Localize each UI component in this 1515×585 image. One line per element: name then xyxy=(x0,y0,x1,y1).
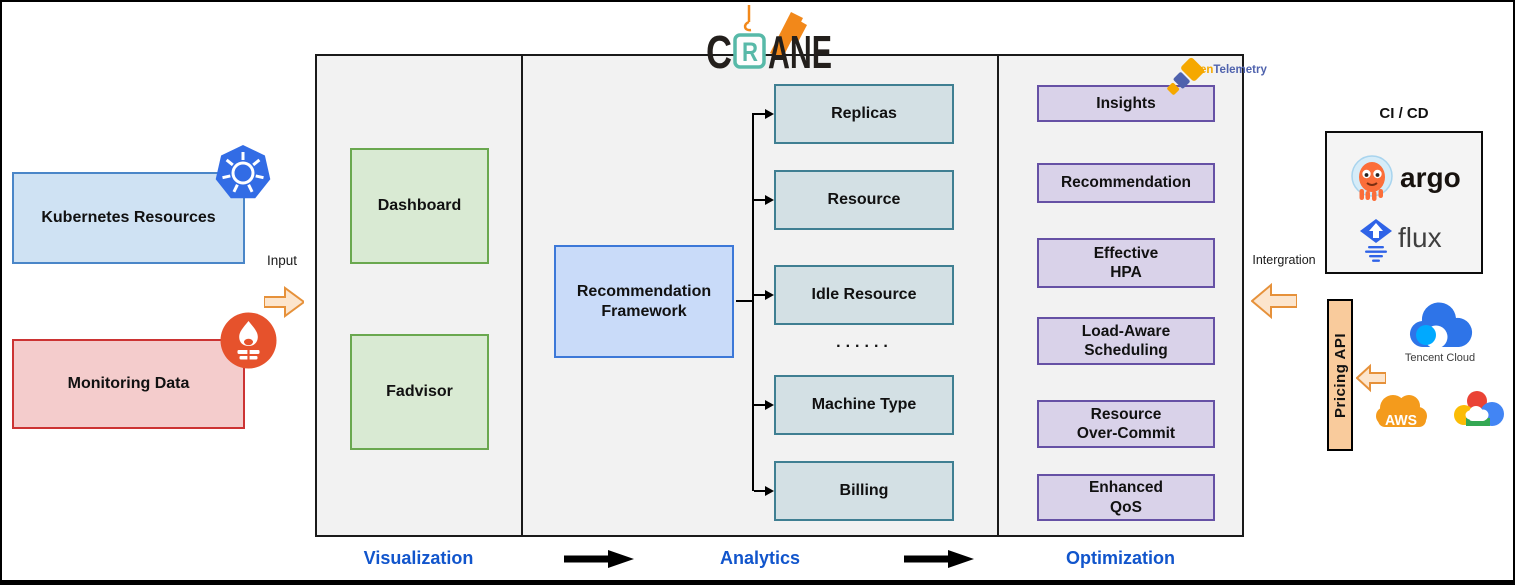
recommendation-framework-box: Recommendation Framework xyxy=(554,245,734,358)
connector-trunk xyxy=(752,113,754,491)
opentelemetry-icon xyxy=(1167,57,1204,95)
kubernetes-resources-label: Kubernetes Resources xyxy=(41,209,216,226)
pricing-api-label: Pricing API xyxy=(1331,332,1349,418)
input-arrow xyxy=(263,284,306,325)
recommendation-label: Recommendation xyxy=(1060,174,1192,192)
tencent-cloud-label: Tencent Cloud xyxy=(1404,352,1476,364)
resource-over-commit-label: Resource Over-Commit xyxy=(1076,405,1176,442)
connector-arrowhead xyxy=(765,400,774,410)
tencent-cloud-icon xyxy=(1404,302,1474,359)
connector-framework-stub xyxy=(736,300,754,302)
opentelemetry-open-text: Open xyxy=(1184,64,1214,76)
idle-resource-label: Idle Resource xyxy=(811,286,917,303)
intergration-label: Intergration xyxy=(1252,253,1316,267)
cicd-label: CI / CD xyxy=(1379,105,1429,122)
dashboard-box: Dashboard xyxy=(350,148,489,264)
flow-arrow-visualization-analytics xyxy=(564,550,634,573)
monitoring-data-box: Monitoring Data xyxy=(12,339,245,429)
divider-analytics-optimization xyxy=(997,54,999,537)
pricing-api-box: Pricing API xyxy=(1327,299,1353,451)
machine-type-label: Machine Type xyxy=(811,396,917,413)
crane-logo-c: C xyxy=(706,26,732,78)
input-label: Input xyxy=(266,253,298,268)
cicd-box xyxy=(1325,131,1483,274)
connector-branch xyxy=(754,404,766,406)
resource-label: Resource xyxy=(827,191,901,208)
connector-branch xyxy=(754,113,766,115)
pricing-arrow xyxy=(1355,362,1387,399)
kubernetes-resources-box: Kubernetes Resources xyxy=(12,172,245,264)
footer-analytics: Analytics xyxy=(719,548,801,568)
connector-arrowhead xyxy=(765,195,774,205)
aws-label: AWS xyxy=(1385,412,1417,429)
resource-over-commit-box: Resource Over-Commit xyxy=(1037,400,1215,448)
opentelemetry-wordmark: OpenTelemetry xyxy=(1184,64,1267,76)
connector-branch xyxy=(754,490,766,492)
footer-visualization: Visualization xyxy=(363,548,474,568)
connector-branch xyxy=(754,199,766,201)
fadvisor-label: Fadvisor xyxy=(386,383,453,400)
argo-icon xyxy=(1349,155,1395,212)
aws-icon: AWS xyxy=(1372,388,1430,441)
load-aware-scheduling-box: Load-Aware Scheduling xyxy=(1037,317,1215,365)
replicas-box: Replicas xyxy=(774,84,954,144)
resource-box: Resource xyxy=(774,170,954,230)
divider-visualization-analytics xyxy=(521,54,523,537)
monitoring-data-label: Monitoring Data xyxy=(67,375,190,392)
opentelemetry-telemetry-text: Telemetry xyxy=(1213,64,1267,76)
fadvisor-box: Fadvisor xyxy=(350,334,489,450)
crane-boom xyxy=(770,12,803,59)
insights-label: Insights xyxy=(1096,94,1156,112)
billing-box: Billing xyxy=(774,461,954,521)
connector-branch xyxy=(754,294,766,296)
replicas-label: Replicas xyxy=(831,105,897,122)
enhanced-qos-label: Enhanced QoS xyxy=(1088,479,1164,516)
load-aware-scheduling-label: Load-Aware Scheduling xyxy=(1081,322,1171,359)
effective-hpa-label: Effective HPA xyxy=(1093,244,1159,281)
google-cloud-icon xyxy=(1452,388,1508,441)
crane-logo: C R ANE xyxy=(702,5,837,80)
footer-optimization: Optimization xyxy=(1066,548,1175,568)
flux-icon xyxy=(1358,218,1394,269)
connector-arrowhead xyxy=(765,109,774,119)
machine-type-box: Machine Type xyxy=(774,375,954,435)
idle-resource-box: Idle Resource xyxy=(774,265,954,325)
recommendation-box: Recommendation xyxy=(1037,163,1215,203)
connector-arrowhead xyxy=(765,290,774,300)
flow-arrow-analytics-optimization xyxy=(904,550,974,573)
kubernetes-icon xyxy=(214,144,272,202)
prometheus-icon xyxy=(220,312,277,369)
crane-logo-r: R xyxy=(742,37,758,67)
recommendation-framework-label: Recommendation Framework xyxy=(576,282,712,320)
more-recommenders-ellipsis: ...... xyxy=(836,334,893,351)
insights-box: Insights xyxy=(1037,85,1215,122)
flux-label: flux xyxy=(1398,222,1442,253)
effective-hpa-box: Effective HPA xyxy=(1037,238,1215,288)
enhanced-qos-box: Enhanced QoS xyxy=(1037,474,1215,521)
billing-label: Billing xyxy=(839,482,889,499)
integration-arrow xyxy=(1250,282,1298,325)
crane-logo-ane: ANE xyxy=(768,26,832,78)
argo-label: argo xyxy=(1400,162,1461,193)
dashboard-label: Dashboard xyxy=(377,197,462,214)
opentelemetry-logo: OpenTelemetry xyxy=(1160,55,1272,107)
connector-arrowhead xyxy=(765,486,774,496)
